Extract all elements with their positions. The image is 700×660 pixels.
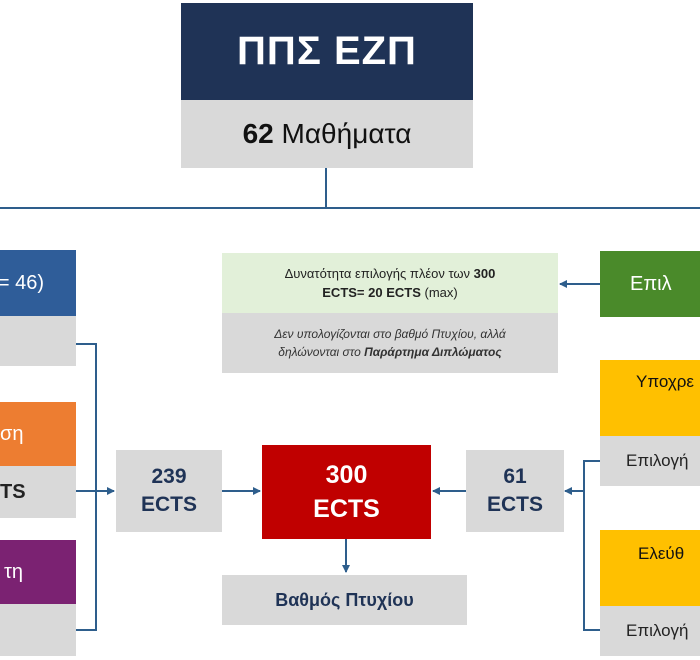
grade-text: Βαθμός Πτυχίου — [275, 589, 414, 610]
ects-61-value: 61 — [503, 465, 527, 488]
left-blue-text: = 46) — [0, 271, 44, 294]
extra-ects-prefix: Δυνατότητα επιλογής πλέον των — [284, 266, 474, 281]
extra-ects-line1: Δυνατότητα επιλογής πλέον των 300 — [285, 264, 496, 283]
extra-ects-max: (max) — [420, 285, 458, 300]
right-yellow-bottom-text: Ελεύθ — [638, 544, 685, 563]
total-ects-unit: ECTS — [313, 495, 380, 523]
right-yellow-bottom-sub: Επιλογή — [600, 606, 700, 656]
program-title: ΠΠΣ ΕΖΠ — [237, 29, 417, 73]
ects-239-value: 239 — [151, 465, 187, 488]
extra-ects-20: ECTS= 20 ECTS — [322, 285, 421, 300]
extra-ects-note-prefix: δηλώνονται στο — [278, 345, 365, 359]
right-yellow-top-box: Υποχρε — [600, 360, 700, 436]
left-orange-sub-text: TS — [0, 480, 26, 503]
right-green-text: Επιλ — [630, 272, 672, 295]
extra-ects-line2: ECTS= 20 ECTS (max) — [322, 283, 457, 302]
courses-count-box: 62 Μαθήματα — [181, 100, 473, 168]
ects-61-unit: ECTS — [486, 493, 543, 516]
ects-239-box: 239 ECTS — [116, 450, 222, 532]
left-purple-text: τη — [4, 560, 24, 583]
ects-239-unit: ECTS — [140, 493, 197, 516]
right-yellow-bottom-sub-text: Επιλογή — [626, 621, 689, 640]
right-yellow-top-sub-text: Επιλογή — [626, 451, 689, 470]
total-ects-box: 300 ECTS — [262, 445, 431, 539]
right-yellow-top-text: Υποχρε — [636, 372, 694, 391]
courses-count-text: 62 Μαθήματα — [243, 118, 412, 150]
left-orange-box: ση — [0, 402, 76, 466]
left-orange-text: ση — [0, 422, 24, 445]
left-purple-box: τη — [0, 540, 76, 604]
total-ects-value: 300 — [325, 461, 368, 489]
right-yellow-top-sub: Επιλογή — [600, 436, 700, 486]
extra-ects-note-box: Δεν υπολογίζονται στο βαθμό Πτυχίου, αλλ… — [222, 313, 558, 373]
right-bracket — [583, 460, 600, 631]
left-purple-sub — [0, 604, 76, 656]
left-orange-sub: TS — [0, 466, 76, 518]
grade-box: Βαθμός Πτυχίου — [222, 575, 467, 625]
left-blue-sub — [0, 316, 76, 366]
left-blue-box: = 46) — [0, 250, 76, 316]
right-yellow-bottom-box: Ελεύθ — [600, 530, 700, 606]
left-bracket — [76, 343, 97, 631]
extra-ects-note-line2: δηλώνονται στο Παράρτημα Διπλώματος — [278, 343, 501, 361]
extra-ects-box: Δυνατότητα επιλογής πλέον των 300 ECTS= … — [222, 253, 558, 313]
courses-label: Μαθήματα — [281, 118, 412, 149]
extra-ects-300: 300 — [473, 266, 496, 281]
extra-ects-note-bold: Παράρτημα Διπλώματος — [364, 345, 502, 359]
program-title-box: ΠΠΣ ΕΖΠ — [181, 3, 473, 100]
extra-ects-note-line1: Δεν υπολογίζονται στο βαθμό Πτυχίου, αλλ… — [274, 327, 506, 341]
ects-61-box: 61 ECTS — [466, 450, 564, 532]
courses-count: 62 — [242, 118, 274, 149]
right-green-box: Επιλ — [600, 251, 700, 317]
